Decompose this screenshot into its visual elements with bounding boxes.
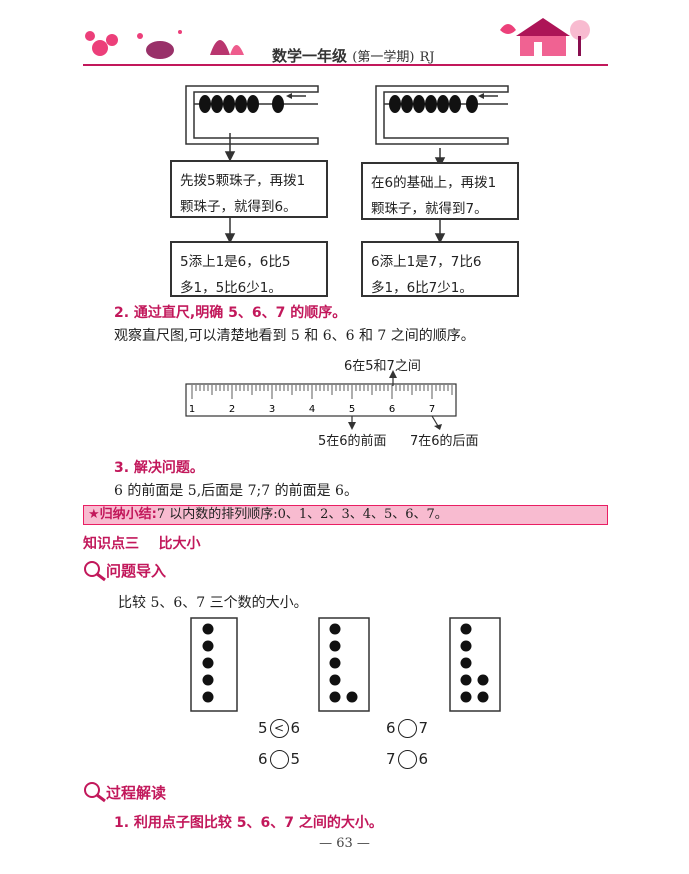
ruler-number: 6 — [389, 404, 395, 415]
page-number: — 63 — — [319, 836, 370, 851]
edition-label: RJ — [419, 50, 435, 65]
comparison-left-number: 5 — [258, 719, 268, 737]
comparison-circle[interactable] — [269, 750, 289, 769]
step-box-right-2: 6添上1是7，7比6 多1，6比7少1。 — [361, 241, 519, 297]
summary-bar: ★归纳小结:7 以内数的排列顺序:0、1、2、3、4、5、6、7。 — [83, 505, 608, 525]
ruler-label-right: 7在6的后面 — [410, 434, 479, 449]
comparison-right-number: 6 — [290, 719, 301, 737]
ruler-number: 3 — [269, 404, 275, 415]
comparison-left-number: 6 — [258, 750, 268, 768]
section2-text: 观察直尺图,可以清楚地看到 5 和 6、6 和 7 之间的顺序。 — [114, 328, 475, 344]
comparison-circle[interactable] — [397, 750, 417, 769]
knowledge-point-title: 知识点三 比大小 — [83, 536, 201, 552]
ruler-number: 2 — [229, 404, 235, 415]
summary-text: 7 以内数的排列顺序:0、1、2、3、4、5、6、7。 — [156, 507, 448, 522]
ruler-number: 4 — [309, 404, 315, 415]
comparison-left-number: 7 — [386, 750, 396, 768]
ruler-number: 7 — [429, 404, 435, 415]
process-heading: 1. 利用点子图比较 5、6、7 之间的大小。 — [114, 815, 383, 831]
flow-arrows — [224, 133, 446, 244]
flower-decoration-left — [85, 30, 244, 59]
magnifier-icon — [84, 561, 106, 582]
header-title: 数学一年级 (第一学期) RJ — [272, 45, 435, 66]
step-box-left-2: 5添上1是6，6比5 多1，5比6少1。 — [170, 241, 328, 297]
step-box-right-1: 在6的基础上，再拨1 颗珠子，就得到7。 — [361, 162, 519, 220]
header-decoration — [85, 18, 590, 59]
ruler-number: 1 — [189, 404, 195, 415]
house-decoration-right — [500, 18, 590, 56]
comparison-5-6: 5<6 — [258, 719, 300, 738]
step-box-left-1: 先拨5颗珠子，再拨1 颗珠子，就得到6。 — [170, 160, 328, 218]
ruler-label-left: 5在6的前面 — [318, 434, 387, 449]
dot-card-5 — [190, 617, 238, 712]
abacus-left — [185, 85, 319, 145]
comparison-right-number: 7 — [418, 719, 429, 737]
ruler-number: 5 — [349, 404, 355, 415]
section3-heading: 3. 解决问题。 — [114, 460, 204, 476]
book-title: 数学一年级 — [272, 47, 348, 65]
comparison-right-number: 6 — [418, 750, 429, 768]
process-title: 过程解读 — [106, 784, 167, 802]
section2-heading: 2. 通过直尺,明确 5、6、7 的顺序。 — [114, 305, 347, 321]
comparison-right-number: 5 — [290, 750, 301, 768]
book-subtitle: (第一学期) — [352, 50, 415, 65]
magnifier-icon — [84, 782, 106, 803]
intro-text: 比较 5、6、7 三个数的大小。 — [118, 595, 308, 611]
comparison-left-number: 6 — [386, 719, 396, 737]
intro-title: 问题导入 — [106, 562, 167, 580]
comparison-circle[interactable] — [397, 719, 417, 738]
dot-card-6 — [318, 617, 370, 712]
summary-label: ★归纳小结: — [88, 507, 157, 522]
ruler: 1 2 3 4 5 6 7 — [185, 370, 457, 430]
abacus-right — [375, 85, 509, 145]
section3-text: 6 的前面是 5,后面是 7;7 的前面是 6。 — [114, 483, 358, 499]
ruler-label-top: 6在5和7之间 — [344, 359, 421, 374]
header-divider — [83, 64, 608, 66]
comparison-circle[interactable]: < — [269, 719, 289, 738]
dot-card-7 — [449, 617, 501, 712]
